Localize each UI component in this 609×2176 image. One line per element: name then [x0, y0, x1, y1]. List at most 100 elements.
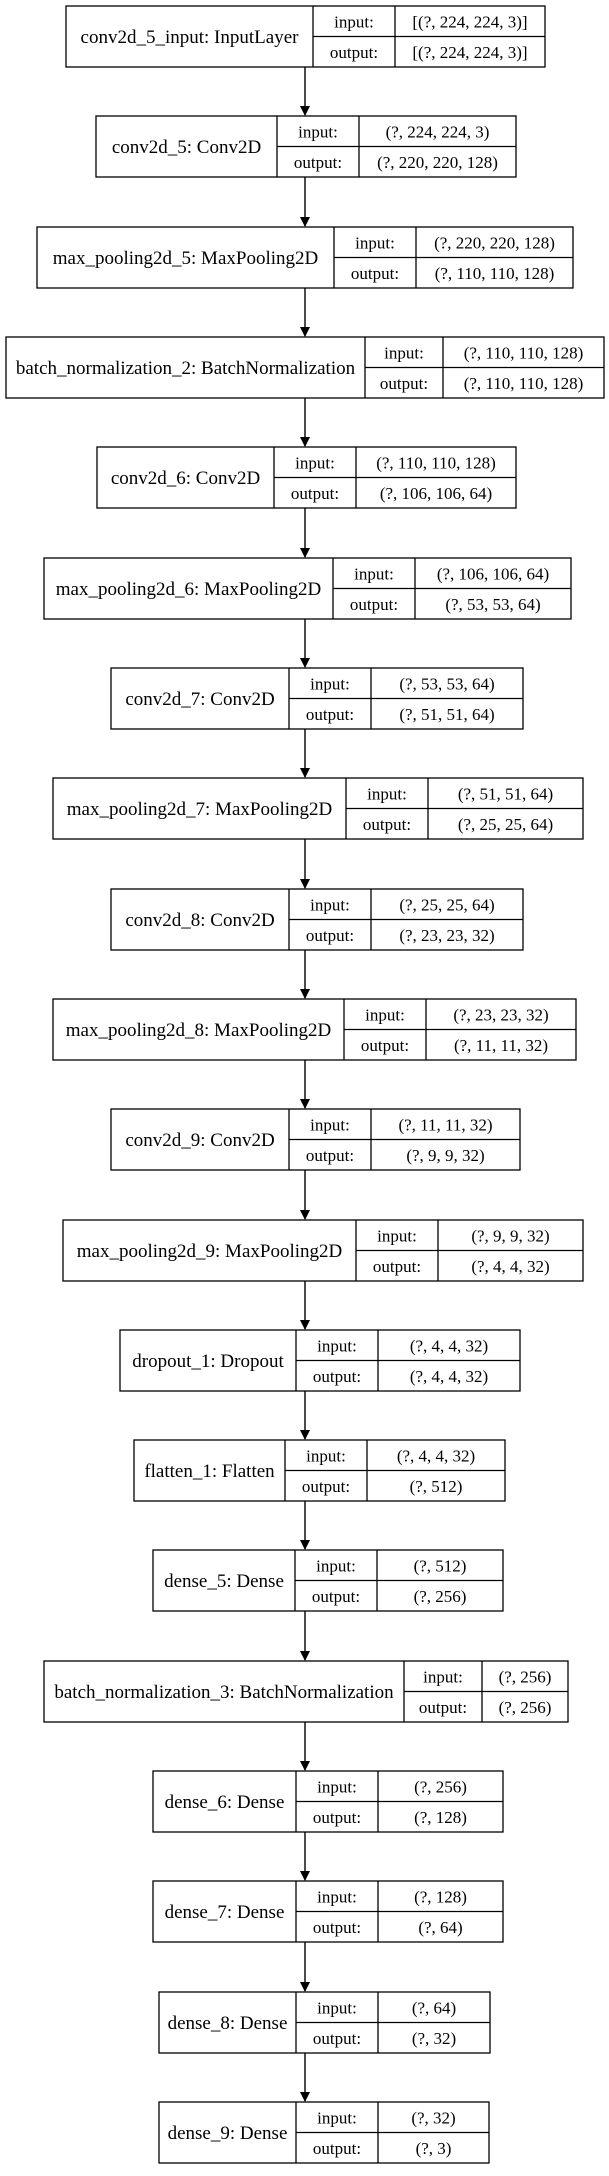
output-label: output: — [419, 1698, 467, 1717]
input-label: input: — [316, 1556, 356, 1575]
input-label: input: — [384, 343, 424, 362]
input-label: input: — [317, 1777, 357, 1796]
input-shape: (?, 25, 25, 64) — [399, 895, 494, 914]
output-shape: (?, 256) — [499, 1698, 552, 1717]
layer-box — [43, 557, 572, 620]
input-label: input: — [317, 2108, 357, 2127]
output-label: output: — [313, 1367, 361, 1386]
layer-name: dropout_1: Dropout — [132, 1351, 284, 1372]
layer-name: max_pooling2d_8: MaxPooling2D — [66, 1020, 331, 1041]
output-label: output: — [306, 1146, 354, 1165]
layer-node: batch_normalization_2: BatchNormalizatio… — [5, 336, 605, 399]
layer-name: max_pooling2d_7: MaxPooling2D — [67, 799, 332, 820]
input-shape: (?, 106, 106, 64) — [437, 564, 549, 583]
input-shape: [(?, 224, 224, 3)] — [412, 12, 527, 31]
output-label: output: — [313, 1808, 361, 1827]
layer-name: conv2d_9: Conv2D — [125, 1130, 274, 1151]
input-label: input: — [310, 674, 350, 693]
input-label: input: — [423, 1667, 463, 1686]
output-shape: (?, 51, 51, 64) — [399, 705, 494, 724]
layer-name: dense_5: Dense — [164, 1571, 284, 1592]
output-shape: (?, 53, 53, 64) — [445, 595, 540, 614]
output-label: output: — [291, 484, 339, 503]
input-shape: (?, 51, 51, 64) — [458, 784, 553, 803]
output-shape: (?, 4, 4, 32) — [471, 1257, 549, 1276]
output-label: output: — [351, 264, 399, 283]
input-label: input: — [298, 122, 338, 141]
input-label: input: — [317, 1336, 357, 1355]
output-label: output: — [350, 595, 398, 614]
output-shape: (?, 23, 23, 32) — [399, 926, 494, 945]
output-shape: (?, 11, 11, 32) — [454, 1036, 548, 1055]
input-shape: (?, 23, 23, 32) — [453, 1005, 548, 1024]
output-shape: (?, 110, 110, 128) — [435, 264, 555, 283]
output-label: output: — [294, 153, 342, 172]
layer-node: max_pooling2d_6: MaxPooling2Dinput:outpu… — [43, 557, 572, 620]
layer-name: batch_normalization_2: BatchNormalizatio… — [16, 358, 356, 379]
input-shape: (?, 4, 4, 32) — [410, 1336, 488, 1355]
input-label: input: — [355, 233, 395, 252]
layer-name: dense_7: Dense — [165, 1902, 285, 1923]
output-shape: (?, 64) — [418, 1918, 462, 1937]
input-shape: (?, 110, 110, 128) — [376, 453, 496, 472]
input-shape: (?, 4, 4, 32) — [397, 1446, 475, 1465]
output-shape: (?, 220, 220, 128) — [377, 153, 498, 172]
output-shape: (?, 106, 106, 64) — [380, 484, 492, 503]
output-label: output: — [313, 1918, 361, 1937]
layer-node: max_pooling2d_7: MaxPooling2D input: outpu… — [52, 777, 584, 840]
input-shape: (?, 9, 9, 32) — [471, 1226, 549, 1245]
layer-node: dense_8: Dense input: output: (?, 64) (?, 32… — [158, 1991, 491, 2054]
output-shape: (?, 512) — [410, 1477, 463, 1496]
layer-node: conv2d_5_input: InputLayerinput:output:[… — [65, 5, 546, 68]
output-label: output: — [330, 43, 378, 62]
layer-name: flatten_1: Flatten — [144, 1461, 275, 1482]
layer-node: max_pooling2d_8: MaxPooling2Dinput:outpu… — [52, 998, 577, 1061]
input-label: input: — [295, 453, 335, 472]
layer-node: batch_normalization_3: BatchNormalizatio… — [43, 1660, 569, 1723]
layer-box — [52, 777, 584, 840]
output-shape: [(?, 224, 224, 3)] — [412, 43, 527, 62]
input-shape: (?, 512) — [414, 1556, 467, 1575]
output-label: output: — [302, 1477, 350, 1496]
layer-name: dense_8: Dense — [168, 2013, 288, 2034]
layer-name: batch_normalization_3: BatchNormalizatio… — [54, 1682, 394, 1703]
output-shape: (?, 128) — [414, 1808, 467, 1827]
output-label: output: — [313, 2029, 361, 2048]
input-label: input: — [306, 1446, 346, 1465]
input-shape: (?, 64) — [412, 1998, 456, 2017]
layer-node: max_pooling2d_9: MaxPooling2Dinput:outpu… — [62, 1219, 584, 1282]
layer-name: conv2d_5_input: InputLayer — [81, 27, 300, 48]
layer-name: conv2d_7: Conv2D — [125, 689, 274, 710]
output-label: output: — [363, 815, 411, 834]
input-shape: (?, 11, 11, 32) — [398, 1115, 492, 1134]
output-shape: (?, 110, 110, 128) — [464, 374, 584, 393]
input-label: input: — [317, 1998, 357, 2017]
input-label: input: — [310, 1115, 350, 1134]
input-label: input: — [354, 564, 394, 583]
output-label: output: — [373, 1257, 421, 1276]
input-shape: (?, 256) — [499, 1667, 552, 1686]
layer-name: dense_9: Dense — [168, 2123, 288, 2144]
output-shape: (?, 32) — [412, 2029, 456, 2048]
input-shape: (?, 110, 110, 128) — [464, 343, 584, 362]
input-shape: (?, 224, 224, 3) — [386, 122, 490, 141]
output-label: output: — [380, 374, 428, 393]
layer-node: dropout_1: Dropout input: output: (?, 4, 4,… — [119, 1329, 521, 1392]
output-label: output: — [306, 926, 354, 945]
output-label: output: — [313, 2139, 361, 2158]
output-label: output: — [306, 705, 354, 724]
layer-node: conv2d_9: Conv2D input: output: (?, 11, 11,… — [110, 1108, 521, 1171]
layer-name: max_pooling2d_9: MaxPooling2D — [77, 1241, 342, 1262]
input-label: input: — [367, 784, 407, 803]
input-shape: (?, 32) — [411, 2108, 455, 2127]
output-shape: (?, 25, 25, 64) — [458, 815, 553, 834]
output-shape: (?, 256) — [414, 1587, 467, 1606]
output-shape: (?, 9, 9, 32) — [406, 1146, 484, 1165]
layer-node: flatten_1: Flatten input: output: (?, 4, 4,… — [133, 1439, 506, 1502]
